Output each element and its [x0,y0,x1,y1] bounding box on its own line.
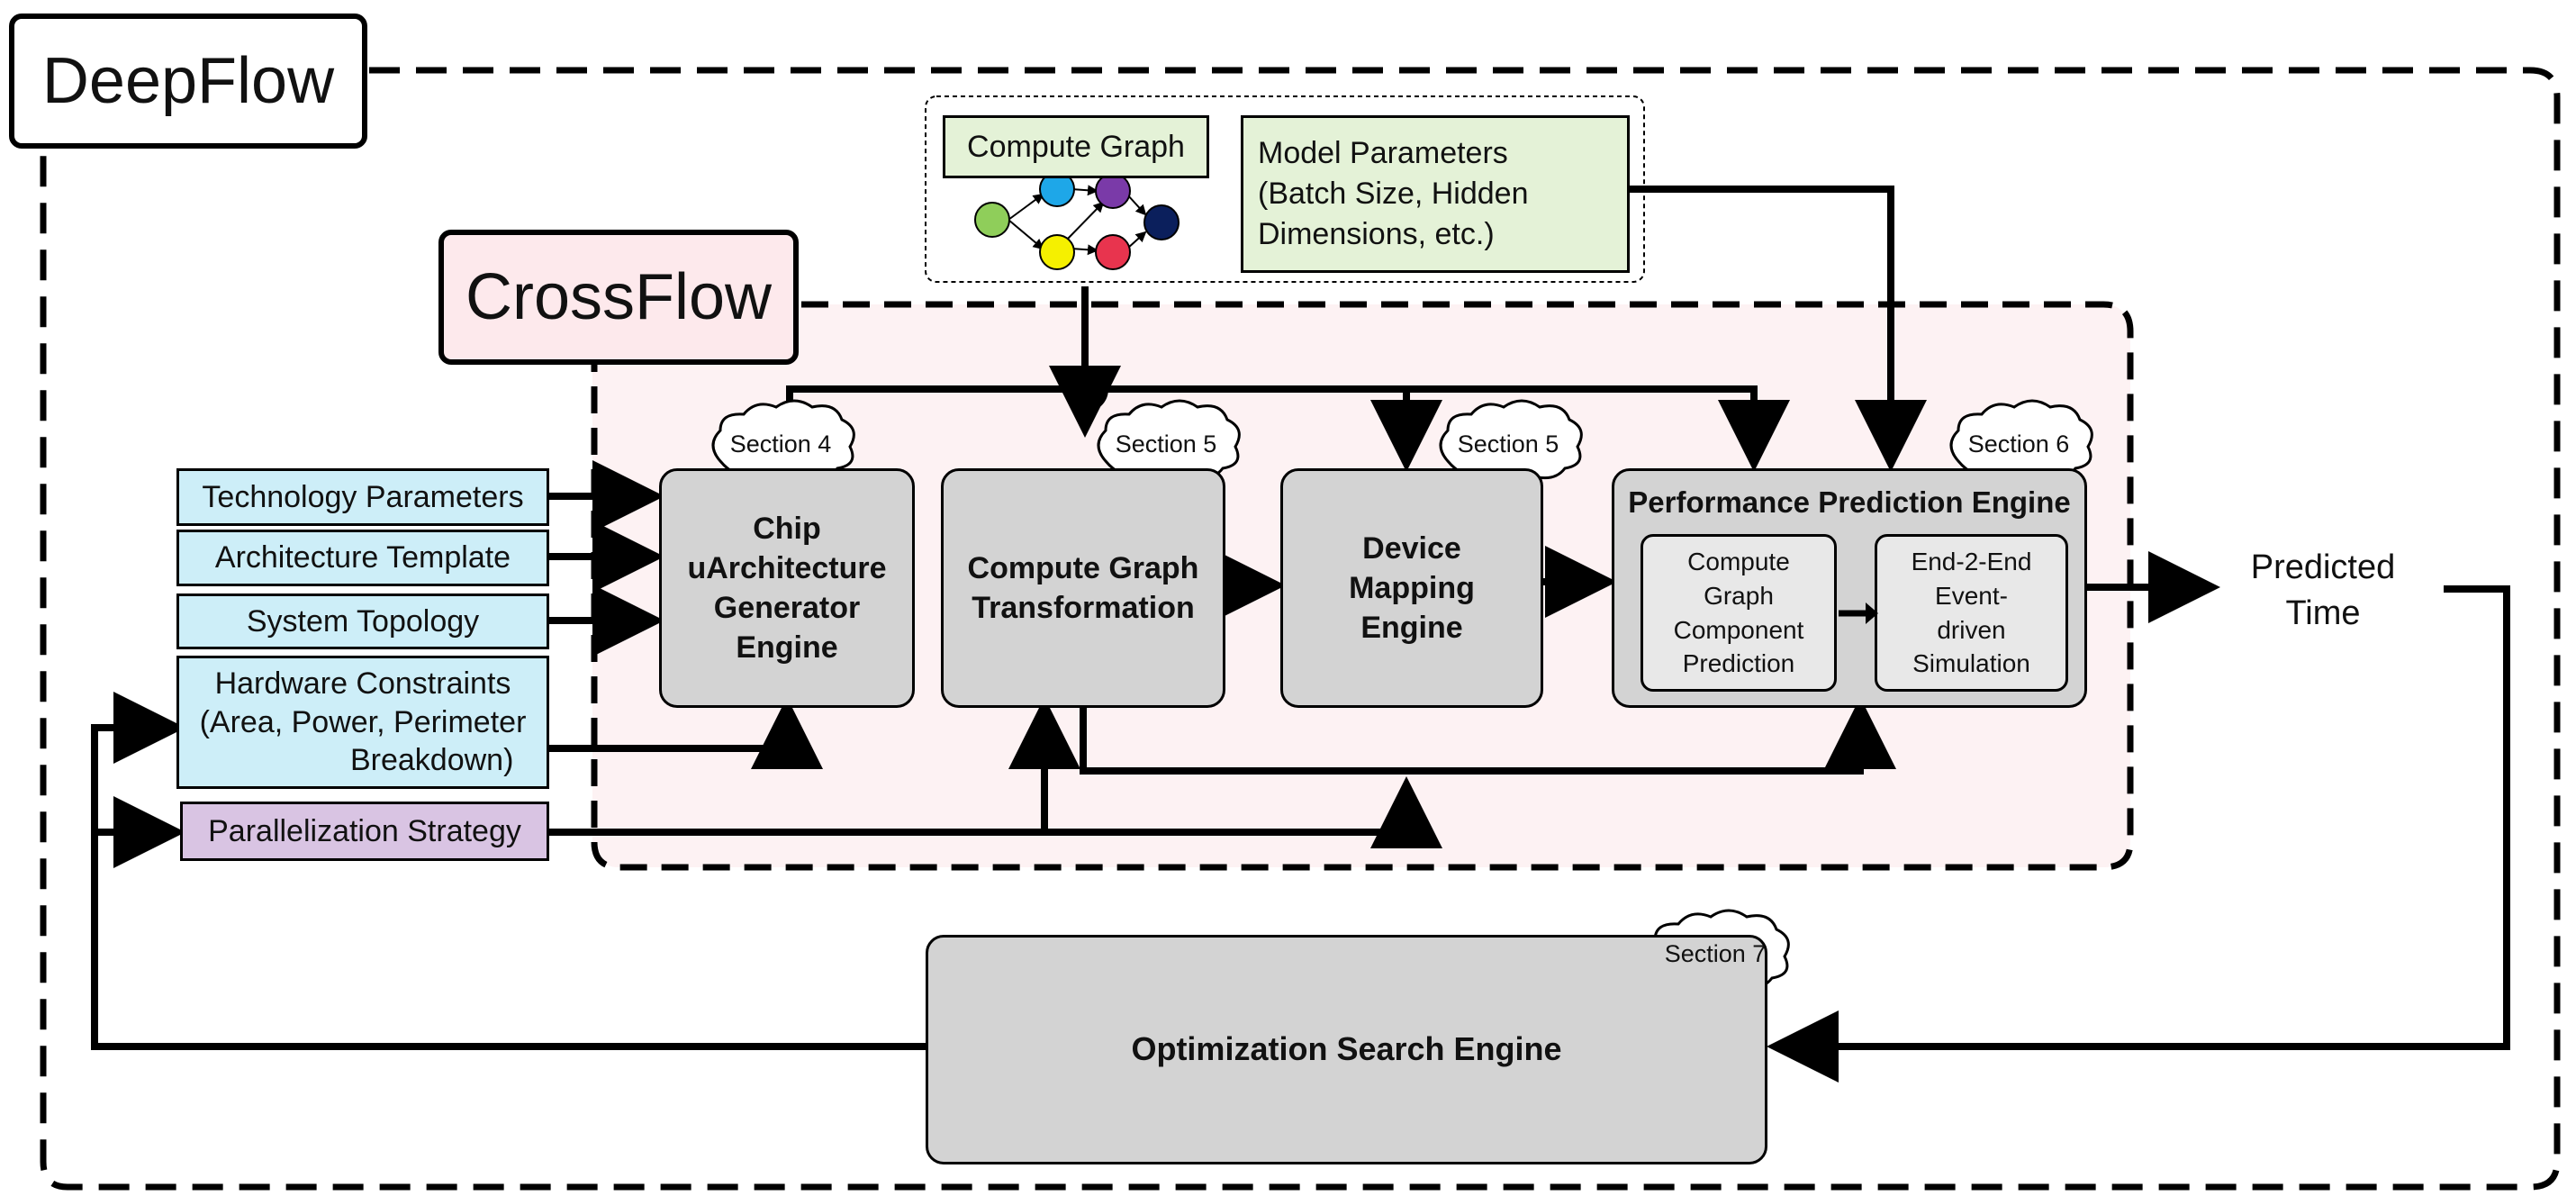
model-params-line3: Dimensions, etc.) [1258,216,1495,251]
predicted-time-line1: Predicted [2250,548,2396,586]
optimization-search-engine: Optimization Search Engine [926,935,1767,1164]
graph-node-red [1095,234,1131,270]
chip-uarchitecture-generator-engine: Chip uArchitecture Generator Engine [659,468,915,708]
crossflow-title: CrossFlow [438,230,799,365]
parallelization-strategy-box: Parallelization Strategy [180,802,549,861]
chip-engine-line2: uArchitecture [687,550,887,585]
ose-text: Optimization Search Engine [1131,1030,1562,1068]
section-6-label: Section 6 [1967,430,2070,458]
technology-parameters-text: Technology Parameters [202,479,524,514]
cgt-line2: Transformation [972,591,1195,625]
predicted-time-line2: Time [2285,594,2361,633]
cgcp-line4: Prediction [1682,649,1795,678]
cgcp-line3: Component [1673,615,1804,644]
parallelization-strategy-text: Parallelization Strategy [208,813,521,848]
crossflow-title-text: CrossFlow [465,261,773,333]
system-topology-text: System Topology [246,603,480,639]
dme-line2: Mapping [1349,570,1475,605]
cgcp-line1: Compute [1687,547,1790,575]
hardware-constraints-line2: (Area, Power, Perimeter [199,704,527,739]
end-2-end-event-driven-simulation: End-2-End Event- driven Simulation [1875,534,2068,692]
compute-graph-label-text: Compute Graph [967,129,1185,164]
model-params-line1: Model Parameters [1258,136,1508,171]
technology-parameters-box: Technology Parameters [176,468,549,526]
e2e-line2: Event- [1935,581,2008,610]
e2e-line1: End-2-End [1911,547,2032,575]
section-5-label-b: Section 5 [1457,430,1559,458]
dme-line1: Device [1362,530,1461,566]
architecture-template-text: Architecture Template [214,540,511,575]
compute-graph-transformation-engine: Compute Graph Transformation [941,468,1225,708]
system-topology-box: System Topology [176,593,549,649]
mini-compute-graph [974,171,1180,270]
hardware-constraints-box: Hardware Constraints (Area, Power, Perim… [176,656,549,789]
graph-node-navy [1143,204,1180,240]
model-parameters-box: Model Parameters (Batch Size, Hidden Dim… [1241,115,1630,273]
model-params-line2: (Batch Size, Hidden [1258,177,1529,212]
cgt-line1: Compute Graph [967,550,1199,585]
graph-node-yellow [1039,234,1075,270]
section-7-label: Section 7 [1664,940,1767,967]
compute-graph-label: Compute Graph [943,115,1209,178]
crossflow-frame [591,301,2134,871]
deepflow-title-text: DeepFlow [41,45,335,117]
e2e-line4: Simulation [1912,649,2030,678]
chip-engine-line3: Generator [713,591,861,625]
deepflow-title: DeepFlow [9,14,367,149]
graph-node-green [974,202,1010,238]
hardware-constraints-line3: Breakdown) [349,743,514,778]
deepflow-frame [40,67,2561,1191]
graph-node-purple [1095,173,1131,209]
device-mapping-engine: Device Mapping Engine [1280,468,1543,708]
ppe-title: Performance Prediction Engine [1628,485,2071,519]
dme-line3: Engine [1360,611,1463,646]
chip-engine-line4: Engine [736,630,838,666]
predicted-time-label: Predicted Time [2204,545,2442,638]
section-5-label-a: Section 5 [1115,430,1217,458]
architecture-template-box: Architecture Template [176,530,549,586]
section-4-label: Section 4 [729,430,832,458]
chip-engine-line1: Chip [753,511,821,546]
cgcp-line2: Graph [1704,581,1774,610]
compute-graph-component-prediction: Compute Graph Component Prediction [1641,534,1837,692]
ppe-internal-arrow [1839,603,1878,624]
e2e-line3: driven [1937,615,2006,644]
hardware-constraints-line1: Hardware Constraints [214,666,511,702]
